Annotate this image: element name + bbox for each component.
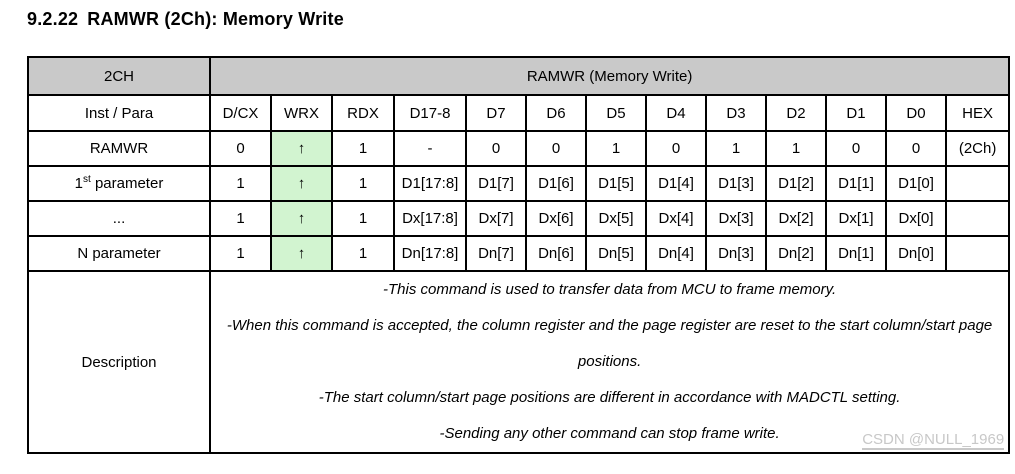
cell-d5: Dn[5] [585,235,647,272]
cell-d17-8: - [393,130,467,167]
col-header-d5: D5 [585,94,647,132]
description-line: -The start column/start page positions a… [318,389,901,406]
col-header-d7: D7 [465,94,527,132]
cell-wrx-arrow: ↑ [270,235,333,272]
cell-d4: Dx[4] [645,200,707,237]
cell-d17-8: Dx[17:8] [393,200,467,237]
col-header-d6: D6 [525,94,587,132]
col-header-wrx: WRX [270,94,333,132]
cell-d2: Dn[2] [765,235,827,272]
description-line: -This command is used to transfer data f… [382,281,837,298]
cell-dcx: 1 [209,235,272,272]
cell-d3: 1 [705,130,767,167]
cell-d2: D1[2] [765,165,827,202]
cell-dcx: 1 [209,200,272,237]
cell-d1: 0 [825,130,887,167]
cell-d5: Dx[5] [585,200,647,237]
cell-d17-8: Dn[17:8] [393,235,467,272]
col-header-dcx: D/CX [209,94,272,132]
ramwr-command-table: 2CH RAMWR (Memory Write) Inst / Para D/C… [27,56,1011,454]
section-heading: 9.2.22 RAMWR (2Ch): Memory Write [27,9,344,30]
cell-d4: Dn[4] [645,235,707,272]
cell-d0: Dn[0] [885,235,947,272]
row-label: ... [27,200,211,237]
col-header-d0: D0 [885,94,947,132]
section-number: 9.2.22 [27,9,79,29]
cell-d6: Dx[6] [525,200,587,237]
cell-d3: Dn[3] [705,235,767,272]
cell-d6: 0 [525,130,587,167]
table-title-row: 2CH RAMWR (Memory Write) [27,56,1011,96]
cell-rdx: 1 [331,235,395,272]
table-row-ellipsis: ... 1 ↑ 1 Dx[17:8] Dx[7] Dx[6] Dx[5] Dx[… [27,200,1011,237]
description-row: Description -This command is used to tra… [27,270,1011,454]
row-label: N parameter [27,235,211,272]
table-row-n-parameter: N parameter 1 ↑ 1 Dn[17:8] Dn[7] Dn[6] D… [27,235,1011,272]
cell-d1: Dx[1] [825,200,887,237]
description-content-cell: -This command is used to transfer data f… [208,270,1011,454]
col-header-hex: HEX [944,94,1011,132]
cell-dcx: 1 [209,165,272,202]
col-header-d1: D1 [825,94,887,132]
cell-d7: Dn[7] [465,235,527,272]
cell-wrx-arrow: ↑ [270,130,333,167]
row-label: 1st parameter [27,165,211,202]
cell-d0: D1[0] [885,165,947,202]
cell-rdx: 1 [331,165,395,202]
cell-d4: 0 [645,130,707,167]
cell-d7: Dx[7] [465,200,527,237]
cell-d7: 0 [465,130,527,167]
table-row-1st-parameter: 1st parameter 1 ↑ 1 D1[17:8] D1[7] D1[6]… [27,165,1011,202]
cell-rdx: 1 [331,130,395,167]
cell-d2: 1 [765,130,827,167]
cell-d2: Dx[2] [765,200,827,237]
row-label: RAMWR [27,130,211,167]
cell-d7: D1[7] [465,165,527,202]
description-line: -When this command is accepted, the colu… [226,317,993,370]
cell-hex: (2Ch) [944,130,1011,167]
row-label-text: parameter [90,175,164,192]
cell-d1: Dn[1] [825,235,887,272]
cell-hex [944,235,1011,272]
cell-d3: Dx[3] [705,200,767,237]
description-line: -Sending any other command can stop fram… [439,425,780,442]
col-header-rdx: RDX [331,94,395,132]
cell-d0: 0 [885,130,947,167]
col-header-d4: D4 [645,94,707,132]
cell-wrx-arrow: ↑ [270,200,333,237]
cell-wrx-arrow: ↑ [270,165,333,202]
cell-d4: D1[4] [645,165,707,202]
cell-hex [944,165,1011,202]
column-header-row: Inst / Para D/CX WRX RDX D17-8 D7 D6 D5 … [27,94,1011,132]
cell-d6: Dn[6] [525,235,587,272]
cell-d3: D1[3] [705,165,767,202]
command-name-cell: RAMWR (Memory Write) [208,56,1011,96]
description-label-cell: Description [27,270,211,454]
row-label-ordinal: st [83,174,91,185]
command-code-cell: 2CH [27,56,211,96]
col-header-d3: D3 [705,94,767,132]
cell-d6: D1[6] [525,165,587,202]
col-header-inst-para: Inst / Para [27,94,211,132]
cell-d17-8: D1[17:8] [393,165,467,202]
cell-d0: Dx[0] [885,200,947,237]
row-label-number: 1 [74,175,83,192]
cell-rdx: 1 [331,200,395,237]
cell-d5: D1[5] [585,165,647,202]
cell-dcx: 0 [209,130,272,167]
cell-hex [944,200,1011,237]
watermark: CSDN @NULL_1969 [862,431,1005,450]
col-header-d17-8: D17-8 [393,94,467,132]
section-title: RAMWR (2Ch): Memory Write [87,9,344,29]
table-row-ramwr: RAMWR 0 ↑ 1 - 0 0 1 0 1 1 0 0 (2Ch) [27,130,1011,167]
cell-d1: D1[1] [825,165,887,202]
cell-d5: 1 [585,130,647,167]
col-header-d2: D2 [765,94,827,132]
